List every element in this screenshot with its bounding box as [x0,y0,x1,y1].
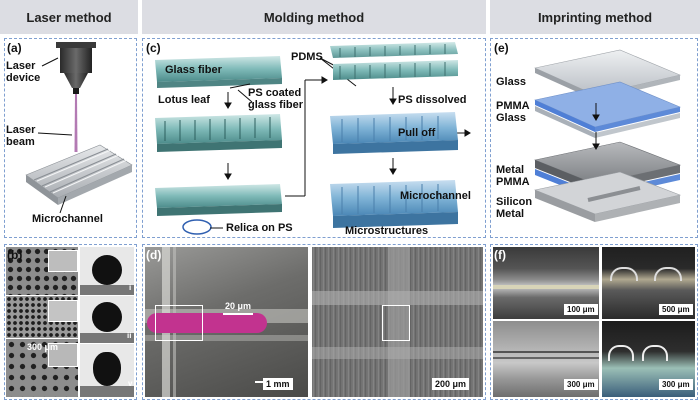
glass-label-e: Glass [496,76,526,88]
laser-hole-array-image-3 [6,339,78,397]
scale-f-1: 100 μm [564,304,598,315]
microstructures-label: Microstructures [345,225,429,237]
microchannel-label-a: Microchannel [32,213,103,225]
droplet-mark-2: ii [127,331,132,340]
droplet-image-3 [80,344,134,397]
panel-c-label: (c) [146,41,161,55]
droplet-mark-3: v [128,379,133,388]
panel-a-laser-diagram [4,38,137,238]
scale-f-3: 300 μm [564,379,598,390]
scale-200um-d: 200 μm [432,378,470,390]
laser-beam-label: Laser beam [6,124,36,148]
pdms-label: PDMS [291,51,323,63]
panel-a-label: (a) [7,41,22,55]
scale-20um-d: 20 μm [225,301,252,311]
scale-1mm-d: 1 mm [263,378,293,390]
panel-f-label: (f) [494,248,506,262]
droplet-image-1 [80,247,134,295]
laser-device-label: Laser device [6,60,41,84]
panel-f-imprinting-results [490,244,698,400]
panel-e-imprinting-diagram [490,38,698,238]
replica-on-ps-label: Relica on PS [226,222,293,234]
lotus-leaf-label: Lotus leaf [158,94,210,106]
inset-zoom-image-1 [48,250,78,272]
microchannel-sem-image [312,247,483,397]
panel-d-molding-results [142,244,486,400]
glass-fiber-label: Glass fiber [165,64,222,76]
metal-pmma-label: Metal PMMA [496,164,530,188]
inset-zoom-image-3 [48,343,78,367]
panel-b-label: (b) [7,248,23,262]
droplet-mark-1: i [129,283,132,292]
scale-300um-b: 300 μm [27,342,59,352]
panel-b-laser-results [4,244,137,400]
header-molding-method: Molding method [142,0,486,34]
header-laser-method: Laser method [0,0,138,34]
header-imprinting-method: Imprinting method [490,0,700,34]
scale-f-4: 300 μm [659,379,693,390]
panel-e-label: (e) [494,41,509,55]
panel-c-molding-diagram [142,38,486,238]
droplet-image-2 [80,296,134,343]
inset-zoom-image-2 [48,300,78,322]
microchannel-optical-image [145,247,308,397]
panel-d-label: (d) [146,248,162,262]
ps-dissolved-label: PS dissolved [398,94,467,106]
pmma-glass-label: PMMA Glass [496,100,530,124]
scale-f-2: 500 μm [659,304,693,315]
pull-off-label: Pull off [398,127,436,139]
ps-coated-glass-fiber-label: PS coated glass fiber [248,87,304,111]
silicon-metal-label: Silicon Metal [496,196,533,220]
microchannel-label-c: Microchannel [400,190,471,202]
